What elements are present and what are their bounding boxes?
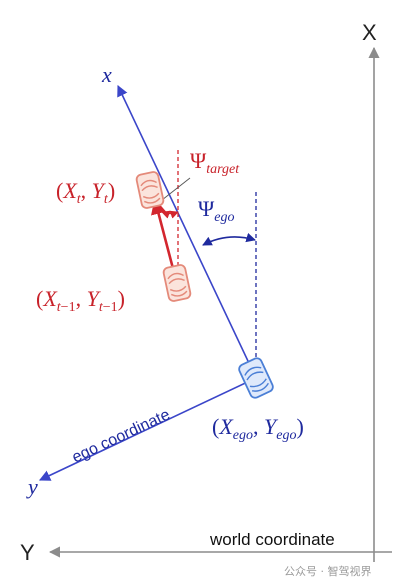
ego-position-label: (Xego, Yego) — [212, 414, 304, 443]
target-vehicle-previous — [162, 264, 192, 302]
world-caption: world coordinate — [210, 530, 335, 549]
target-previous-label: (Xt−1, Yt−1) — [36, 286, 125, 315]
ego-x-axis — [117, 84, 257, 379]
ego-vehicle — [238, 357, 274, 399]
ego-x-label: x — [102, 62, 112, 87]
ego-y-axis — [38, 377, 257, 481]
world-x-label: X — [362, 20, 377, 45]
psi-target-arc — [161, 210, 179, 219]
target-vehicle-current — [135, 171, 165, 209]
psi-target-label: Ψtarget — [190, 148, 240, 177]
watermark: 公众号 · 智驾视界 — [284, 565, 372, 578]
ego-y-label: y — [28, 474, 38, 499]
target-current-label: (Xt, Yt) — [56, 178, 116, 207]
psi-target-leader — [161, 177, 191, 201]
psi-ego-label: Ψego — [198, 196, 235, 225]
psi-ego-arc — [202, 232, 256, 246]
world-y-label: Y — [20, 540, 35, 565]
